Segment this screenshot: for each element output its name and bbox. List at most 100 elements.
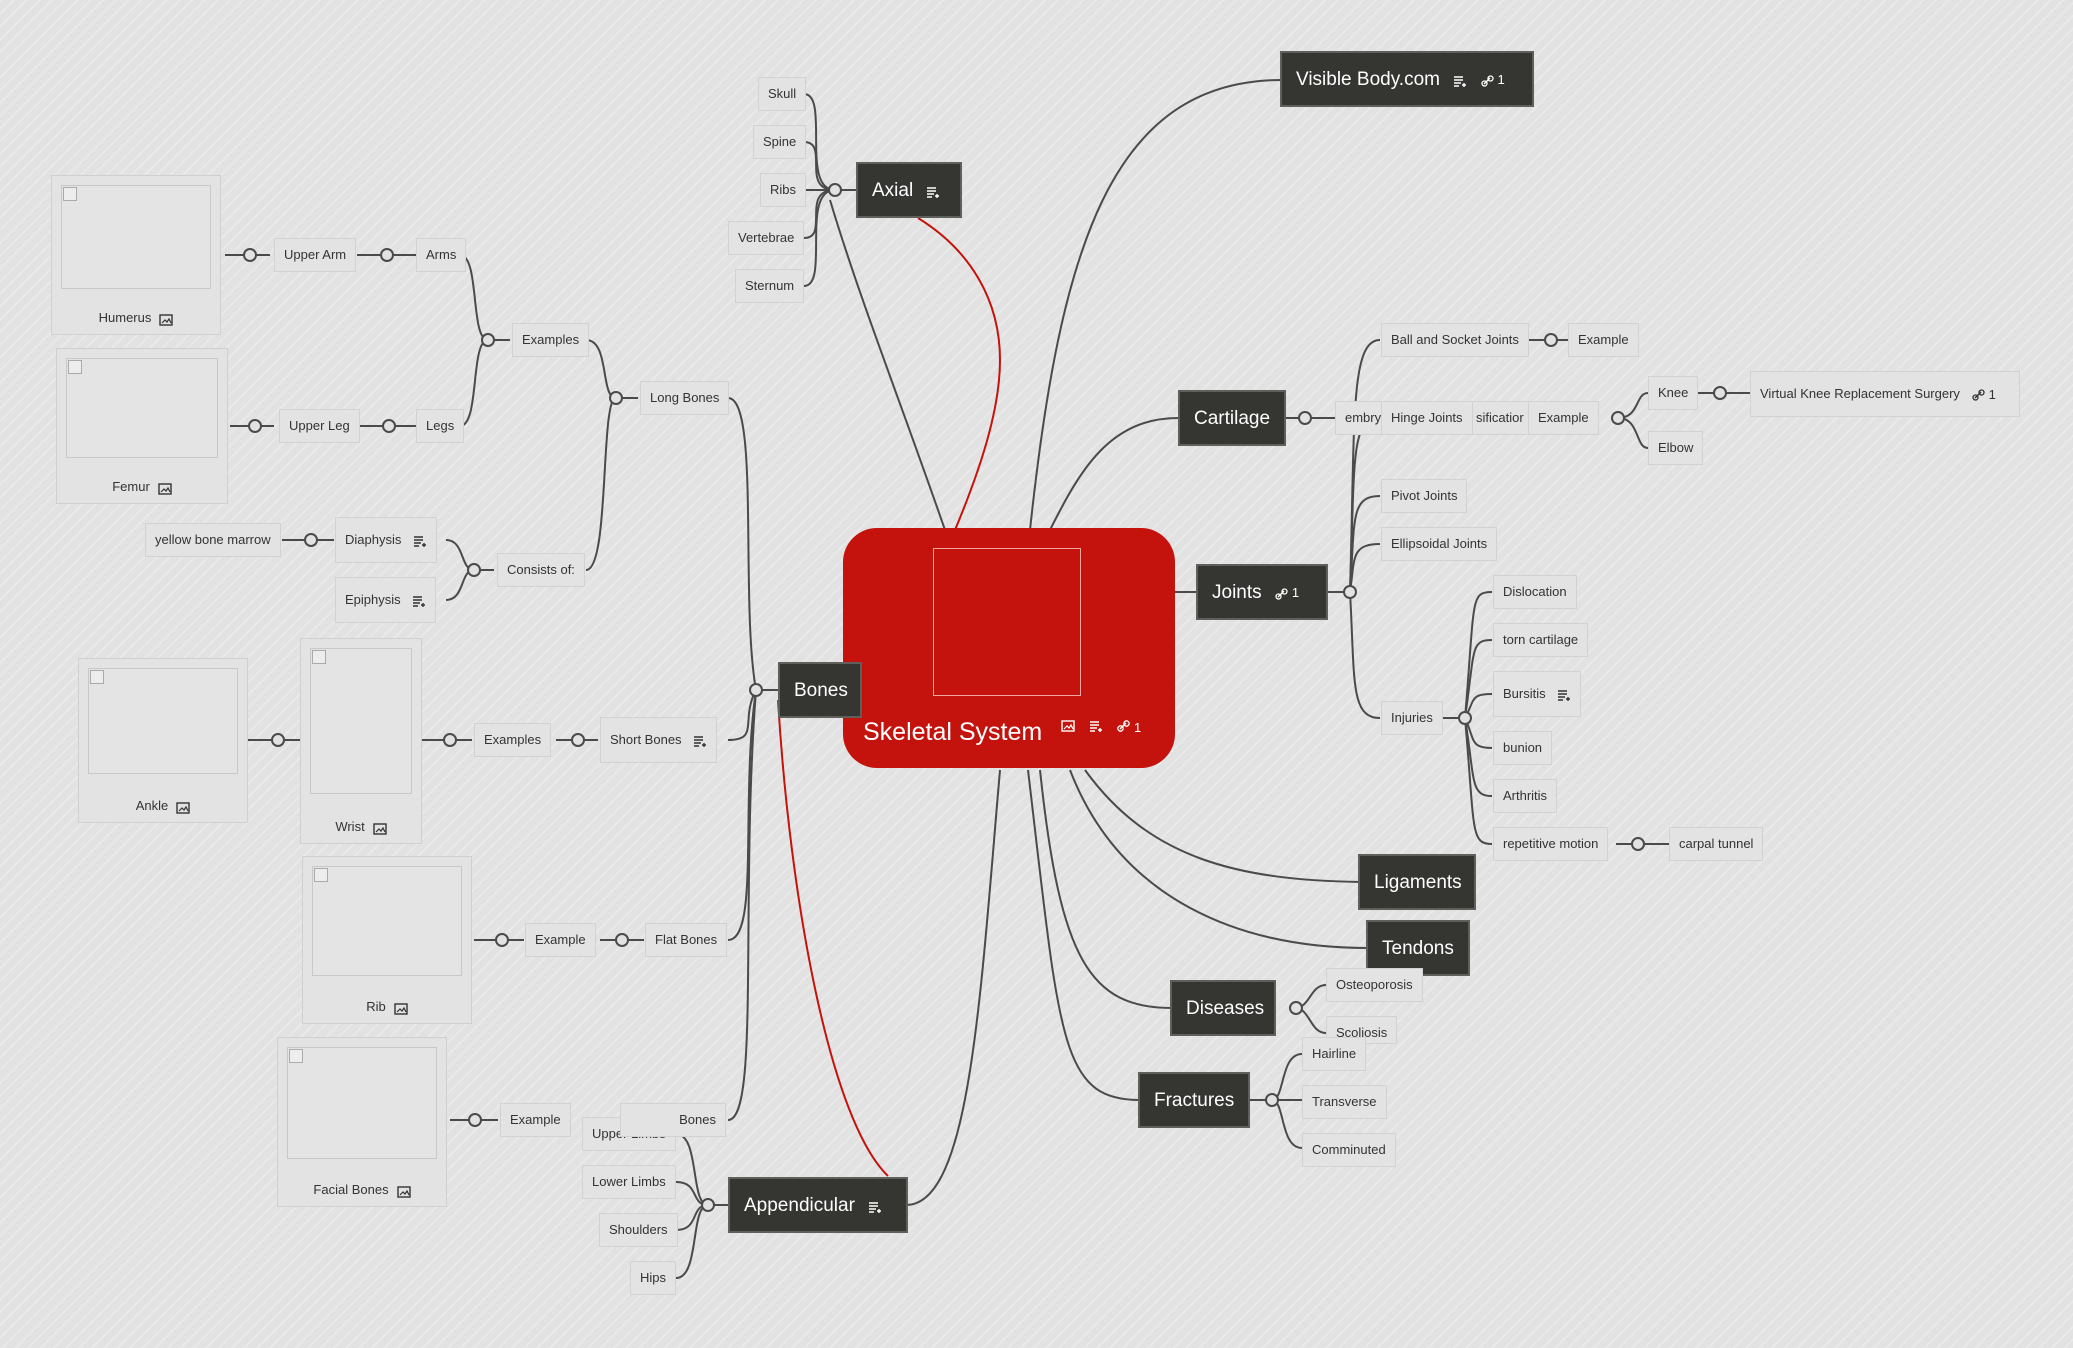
subtopic-dislocation[interactable]: Dislocation bbox=[1493, 575, 1577, 609]
caption-label: Rib bbox=[366, 998, 386, 1014]
subtopic-bunion[interactable]: bunion bbox=[1493, 731, 1553, 765]
topic-fractures[interactable]: Fractures bbox=[1138, 1072, 1250, 1128]
subtopic-shoulders[interactable]: Shoulders bbox=[599, 1213, 678, 1247]
subtopic-legs[interactable]: Legs bbox=[416, 409, 465, 443]
subtopic-torn-cartilage[interactable]: torn cartilage bbox=[1493, 623, 1589, 657]
ankle-image bbox=[88, 668, 238, 774]
image-card-ankle[interactable]: Ankle bbox=[78, 658, 248, 823]
topic-diseases[interactable]: Diseases bbox=[1170, 980, 1276, 1036]
subtopic-label: Short Bones bbox=[610, 732, 682, 747]
card-caption: Femur bbox=[57, 479, 227, 495]
notes-icon bbox=[1557, 673, 1571, 717]
facial-bones-image bbox=[287, 1047, 437, 1159]
topic-label: Cartilage bbox=[1194, 408, 1271, 429]
subtopic-knee-surgery[interactable]: Virtual Knee Replacement Surgery 1 bbox=[1750, 371, 2020, 417]
subtopic-repetitive-motion[interactable]: repetitive motion bbox=[1493, 827, 1609, 861]
topic-appendicular[interactable]: Appendicular bbox=[728, 1177, 908, 1233]
topic-ligaments[interactable]: Ligaments bbox=[1358, 854, 1476, 910]
subtopic-short-bones[interactable]: Short Bones bbox=[600, 717, 718, 763]
image-icon bbox=[394, 1000, 408, 1015]
image-card-facial-bones[interactable]: Facial Bones bbox=[277, 1037, 447, 1207]
caption-label: Facial Bones bbox=[313, 1181, 389, 1197]
subtopic-long-bones[interactable]: Long Bones bbox=[640, 381, 730, 415]
image-card-rib[interactable]: Rib bbox=[302, 856, 472, 1024]
subtopic-short-examples[interactable]: Examples bbox=[474, 723, 552, 757]
subtopic-ball-example[interactable]: Example bbox=[1568, 323, 1639, 357]
subtopic-flat-bones[interactable]: Flat Bones bbox=[645, 923, 728, 957]
subtopic-irregular-bones[interactable]: Bones bbox=[620, 1103, 726, 1137]
topic-label: Ligaments bbox=[1374, 872, 1462, 893]
subtopic-consists-of[interactable]: Consists of: bbox=[497, 553, 585, 587]
subtopic-transverse[interactable]: Transverse bbox=[1302, 1085, 1387, 1119]
femur-image bbox=[66, 358, 218, 458]
link-icon[interactable]: 1 bbox=[1480, 53, 1505, 107]
subtopic-hips[interactable]: Hips bbox=[630, 1261, 677, 1295]
central-image bbox=[933, 548, 1081, 696]
topic-bones[interactable]: Bones bbox=[778, 662, 862, 718]
subtopic-carpal-tunnel[interactable]: carpal tunnel bbox=[1669, 827, 1764, 861]
subtopic-yellow-bone-marrow[interactable]: yellow bone marrow bbox=[145, 523, 281, 557]
link-icon[interactable]: 1 bbox=[1971, 373, 1996, 417]
image-card-humerus[interactable]: Humerus bbox=[51, 175, 221, 335]
notes-icon bbox=[926, 164, 940, 218]
image-icon bbox=[158, 480, 172, 495]
central-title: Skeletal System bbox=[863, 718, 1043, 746]
image-icon bbox=[159, 311, 174, 326]
topic-cartilage[interactable]: Cartilage bbox=[1178, 390, 1286, 446]
topic-tendons[interactable]: Tendons bbox=[1366, 920, 1470, 976]
humerus-image bbox=[61, 185, 211, 289]
central-icons: 1 bbox=[1061, 720, 1141, 735]
topic-label: Visible Body.com bbox=[1296, 69, 1440, 91]
subtopic-ball-socket[interactable]: Ball and Socket Joints bbox=[1381, 323, 1529, 357]
link-count: 1 bbox=[1988, 386, 1996, 402]
subtopic-arthritis[interactable]: Arthritis bbox=[1493, 779, 1558, 813]
image-icon bbox=[1061, 720, 1075, 735]
subtopic-diaphysis[interactable]: Diaphysis bbox=[335, 517, 437, 563]
subtopic-osteoporosis[interactable]: Osteoporosis bbox=[1326, 968, 1423, 1002]
subtopic-ellipsoidal[interactable]: Ellipsoidal Joints bbox=[1381, 527, 1498, 561]
subtopic-spine[interactable]: Spine bbox=[753, 125, 807, 159]
topic-visible-body[interactable]: Visible Body.com 1 bbox=[1280, 51, 1534, 107]
notes-icon bbox=[868, 1179, 882, 1233]
subtopic-skull[interactable]: Skull bbox=[758, 77, 807, 111]
subtopic-bursitis[interactable]: Bursitis bbox=[1493, 671, 1582, 717]
topic-label: Tendons bbox=[1382, 938, 1454, 959]
central-topic[interactable]: Skeletal System 1 bbox=[843, 528, 1175, 768]
notes-icon bbox=[693, 719, 707, 763]
link-icon[interactable]: 1 bbox=[1117, 720, 1141, 735]
topic-axial[interactable]: Axial bbox=[856, 162, 962, 218]
topic-joints[interactable]: Joints 1 bbox=[1196, 564, 1328, 620]
image-card-wrist[interactable]: Wrist bbox=[300, 638, 422, 844]
subtopic-sternum[interactable]: Sternum bbox=[735, 269, 805, 303]
subtopic-hairline[interactable]: Hairline bbox=[1302, 1037, 1367, 1071]
subtopic-flat-example[interactable]: Example bbox=[525, 923, 596, 957]
caption-label: Humerus bbox=[98, 309, 152, 325]
subtopic-vertebrae[interactable]: Vertebrae bbox=[728, 221, 805, 255]
subtopic-knee[interactable]: Knee bbox=[1648, 376, 1699, 410]
subtopic-label: Diaphysis bbox=[345, 532, 402, 547]
subtopic-arms[interactable]: Arms bbox=[416, 238, 467, 272]
caption-label: Femur bbox=[112, 478, 150, 494]
card-caption: Facial Bones bbox=[278, 1182, 446, 1198]
subtopic-hinge-joints[interactable]: Hinge Joints bbox=[1381, 401, 1473, 435]
subtopic-upper-arm[interactable]: Upper Arm bbox=[274, 238, 357, 272]
topic-label: Appendicular bbox=[744, 1195, 855, 1217]
subtopic-upper-leg[interactable]: Upper Leg bbox=[279, 409, 360, 443]
subtopic-elbow[interactable]: Elbow bbox=[1648, 431, 1704, 465]
card-caption: Rib bbox=[303, 999, 471, 1015]
subtopic-examples[interactable]: Examples bbox=[512, 323, 590, 357]
subtopic-irregular-example[interactable]: Example bbox=[500, 1103, 571, 1137]
subtopic-pivot[interactable]: Pivot Joints bbox=[1381, 479, 1468, 513]
subtopic-comminuted[interactable]: Comminuted bbox=[1302, 1133, 1396, 1167]
subtopic-ribs[interactable]: Ribs bbox=[760, 173, 807, 207]
topic-label: Joints bbox=[1212, 582, 1262, 604]
subtopic-epiphysis[interactable]: Epiphysis bbox=[335, 577, 437, 623]
card-caption: Wrist bbox=[301, 819, 421, 835]
subtopic-injuries[interactable]: Injuries bbox=[1381, 701, 1443, 735]
link-icon[interactable]: 1 bbox=[1275, 566, 1299, 620]
subtopic-lower-limbs[interactable]: Lower Limbs bbox=[582, 1165, 676, 1199]
image-card-femur[interactable]: Femur bbox=[56, 348, 228, 504]
subtopic-hinge-example[interactable]: Example bbox=[1528, 401, 1599, 435]
